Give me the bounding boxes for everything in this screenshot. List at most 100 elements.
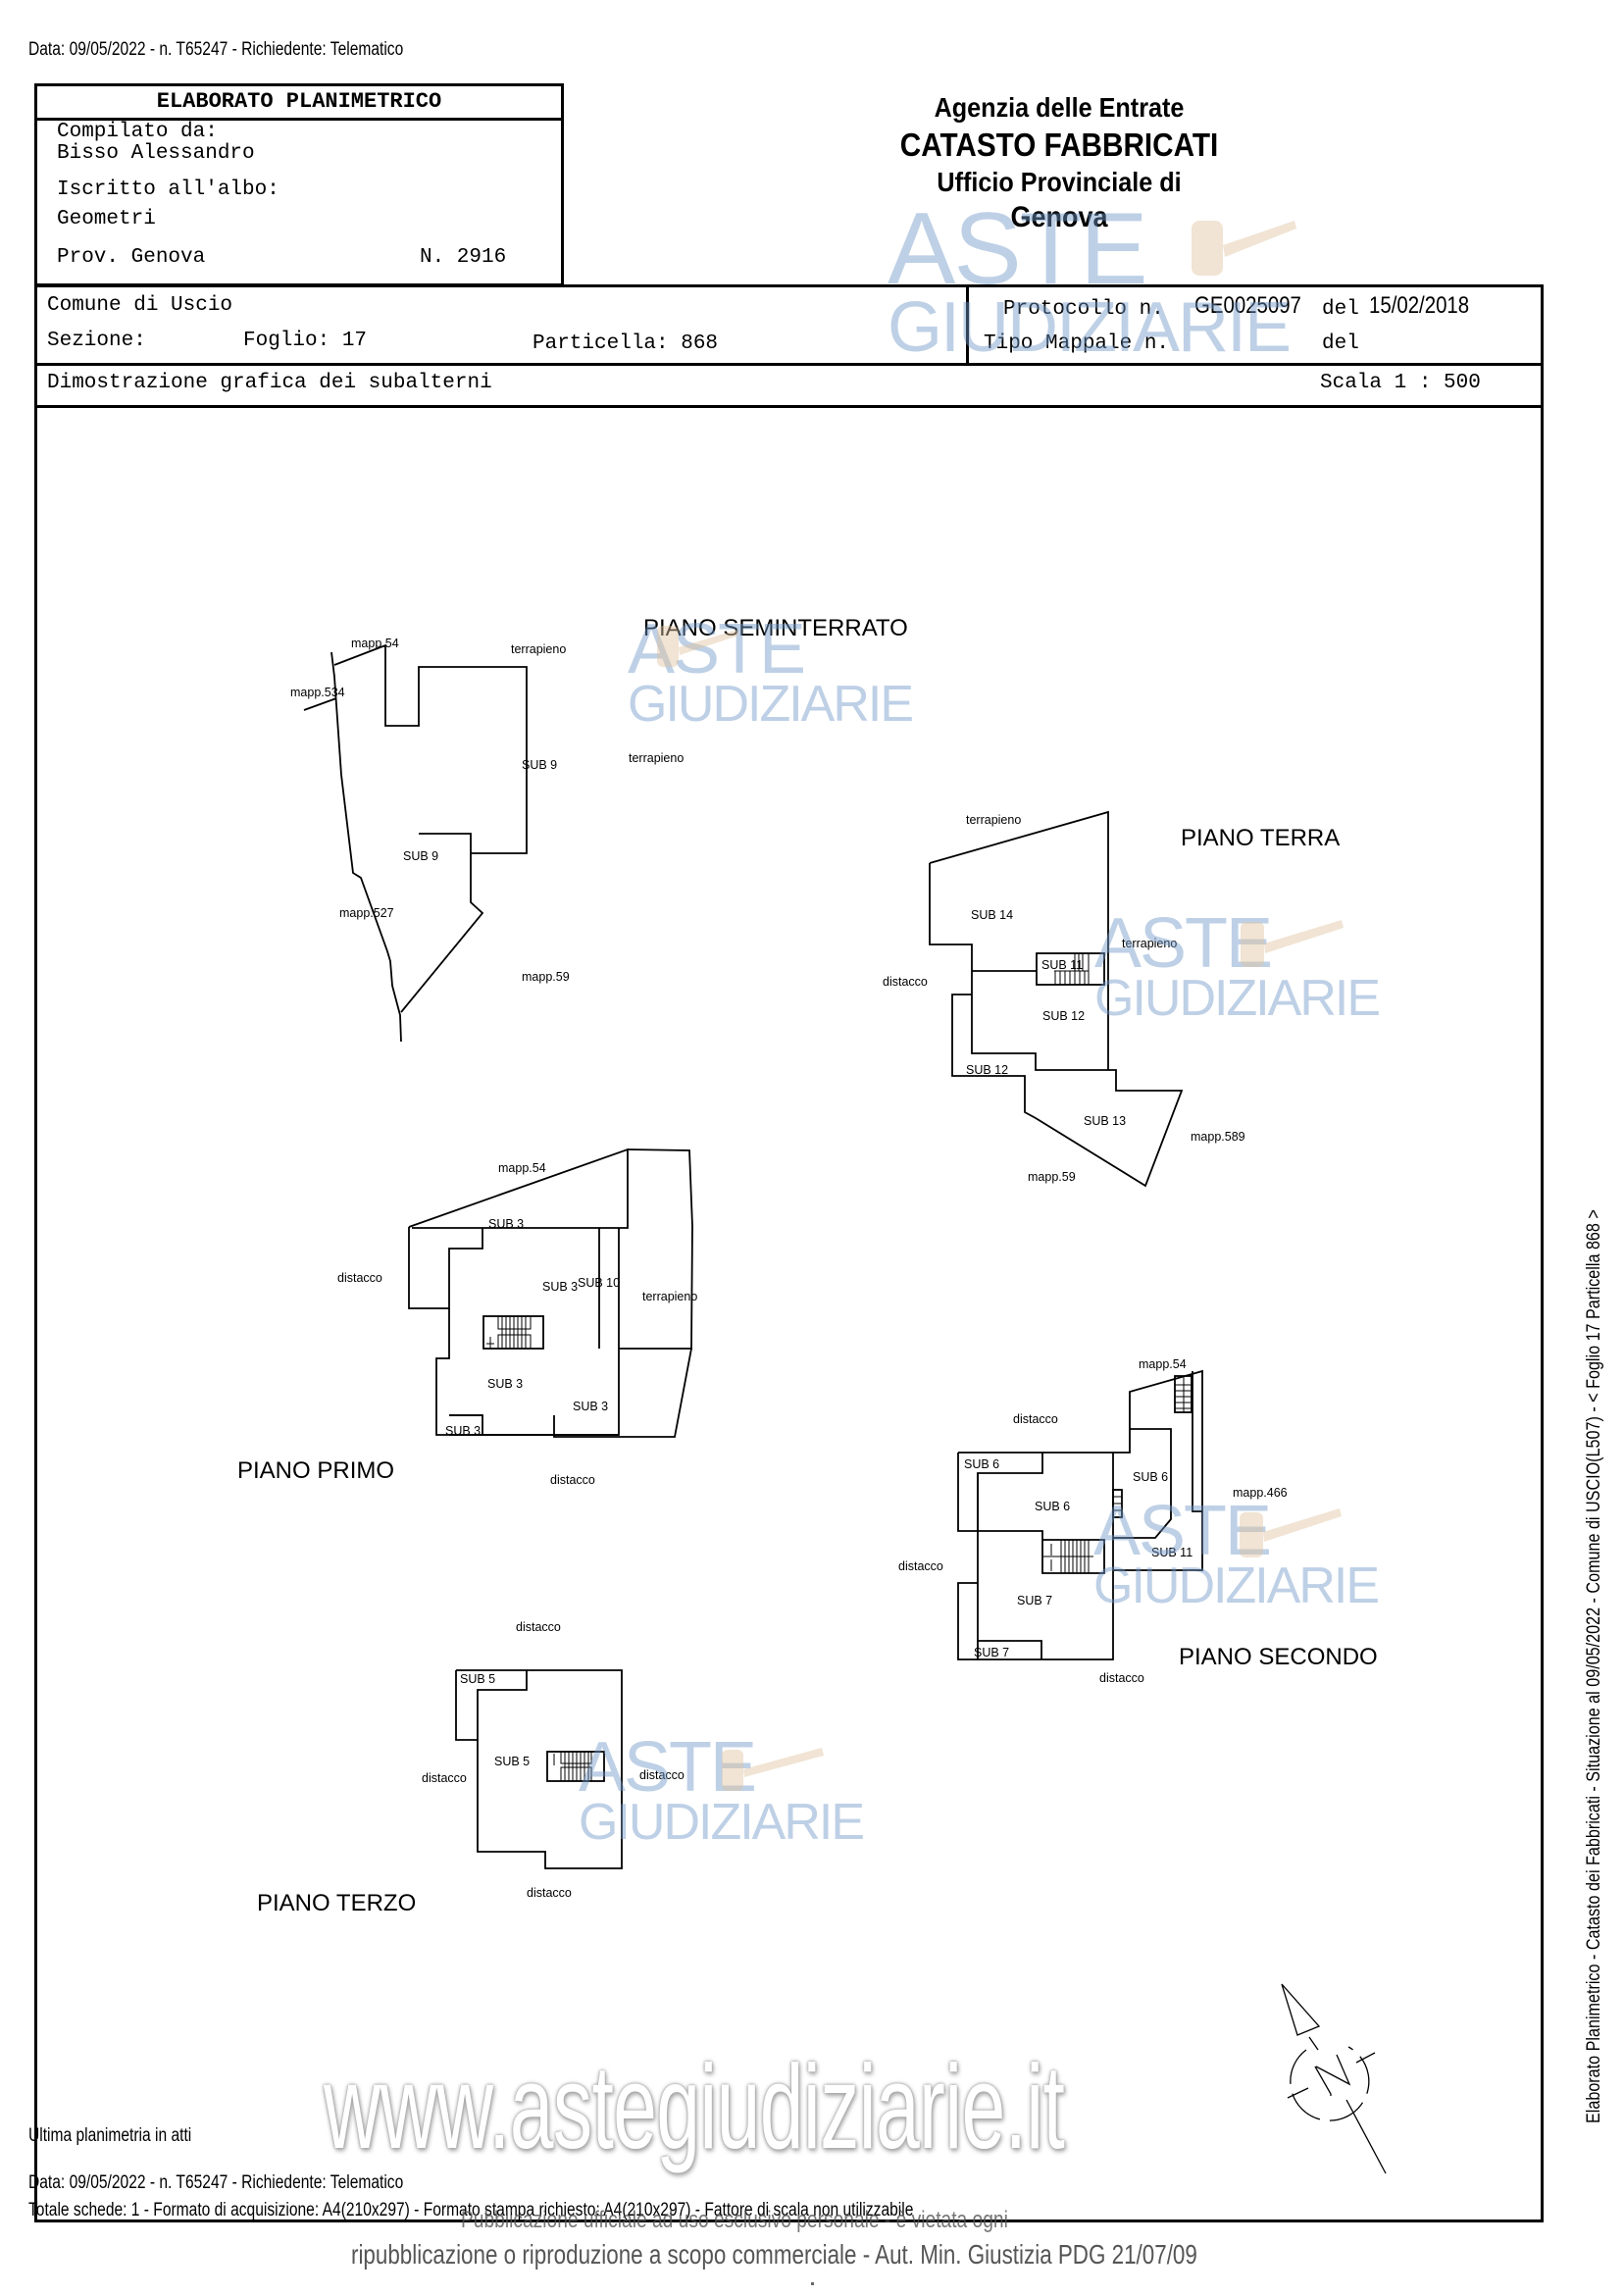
plan-seminterrato <box>303 643 528 1043</box>
registry-name: CATASTO FABBRICATI <box>899 127 1219 163</box>
label: distacco <box>422 1771 467 1785</box>
office-city: Genova <box>1010 201 1108 233</box>
plan-title-primo: PIANO PRIMO <box>237 1457 394 1484</box>
label: SUB 7 <box>974 1646 1009 1659</box>
province: Prov. Genova <box>57 246 206 269</box>
gavel-icon <box>722 1748 824 1791</box>
registered-label: Iscritto all'albo: <box>57 179 279 201</box>
plan-terra <box>929 810 1184 1188</box>
agency-header: Agenzia delle Entrate CATASTO FABBRICATI… <box>843 90 1275 235</box>
label: SUB 3 <box>488 1217 524 1231</box>
protocollo-number: GE0025097 <box>1194 292 1301 319</box>
footer-totals: Totale schede: 1 - Formato di acquisizio… <box>28 2200 914 2220</box>
building-outline <box>333 643 528 854</box>
label: SUB 12 <box>1042 1009 1085 1023</box>
label: SUB 7 <box>1017 1594 1052 1607</box>
north-arrow-icon <box>1281 1983 1387 2174</box>
compiled-by: Bisso Alessandro <box>57 142 255 165</box>
boundary-line <box>303 697 337 711</box>
label: distacco <box>550 1473 595 1487</box>
plan-secondo <box>957 1369 1203 1660</box>
plan-terzo <box>455 1669 623 1869</box>
protocollo-label: Protocollo n. <box>1003 298 1164 321</box>
label: distacco <box>898 1559 943 1573</box>
label: mapp.534 <box>290 686 345 699</box>
subject: Dimostrazione grafica dei subalterni <box>47 372 492 394</box>
building-outline <box>957 1452 1114 1660</box>
publication-notice-1: Pubblicazione ufficiale ad uso esclusivo… <box>461 2207 1008 2233</box>
label: mapp.589 <box>1191 1130 1245 1144</box>
wall <box>1113 1428 1172 1539</box>
tipo-mappale-del-label: del <box>1322 332 1359 355</box>
label: SUB 3 <box>542 1280 578 1294</box>
label: distacco <box>516 1620 561 1634</box>
label: terrapieno <box>1122 937 1177 950</box>
label: terrapieno <box>629 751 684 765</box>
registration-number: N. 2916 <box>420 246 507 269</box>
plan-title-secondo: PIANO SECONDO <box>1179 1644 1378 1670</box>
label: SUB 12 <box>966 1063 1008 1077</box>
label: SUB 6 <box>1133 1470 1168 1484</box>
label: SUB 11 <box>1041 958 1083 972</box>
divider <box>37 405 1541 408</box>
scale: Scala 1 : 500 <box>1320 372 1481 394</box>
plan-title-seminterrato: PIANO SEMINTERRATO <box>643 615 908 641</box>
stair-steps <box>553 1751 592 1782</box>
registered: Geometri <box>57 208 156 230</box>
title-box: ELABORATO PLANIMETRICO Compilato da: Bis… <box>34 83 564 286</box>
building-outline <box>408 1148 629 1229</box>
label: SUB 9 <box>403 849 438 863</box>
stair-steps <box>1042 1376 1192 1573</box>
building-outline <box>929 810 1109 1070</box>
label: terrapieno <box>642 1290 697 1303</box>
label: mapp.54 <box>498 1161 546 1175</box>
protocollo-date: 15/02/2018 <box>1369 292 1470 319</box>
gavel-icon <box>1192 221 1296 276</box>
gavel-icon <box>1240 1508 1342 1557</box>
label: distacco <box>337 1271 382 1285</box>
label: SUB 6 <box>1035 1500 1070 1513</box>
stair-steps <box>1054 953 1090 985</box>
label: SUB 13 <box>1084 1114 1126 1128</box>
label: mapp.59 <box>1028 1170 1076 1184</box>
label: distacco <box>639 1768 685 1782</box>
side-caption: Elaborato Planimetrico - Catasto dei Fab… <box>1584 1209 1604 2123</box>
label: terrapieno <box>966 813 1021 827</box>
plan-labels: mapp.54 terrapieno mapp.534 SUB 9 terrap… <box>290 637 1288 1900</box>
office-label: Ufficio Provinciale di <box>937 167 1182 197</box>
building-outline <box>929 863 1184 1188</box>
label: mapp.59 <box>522 970 570 984</box>
boundary-line <box>330 651 402 1043</box>
plan-primo <box>408 1148 693 1438</box>
boundary-line <box>400 853 484 1013</box>
sezione-label: Sezione: <box>47 330 146 352</box>
comune: Comune di Uscio <box>47 294 233 317</box>
footer-meta: Data: 09/05/2022 - n. T65247 - Richieden… <box>28 2172 404 2193</box>
gavel-icon <box>657 626 738 667</box>
label: SUB 3 <box>445 1424 481 1438</box>
tipo-mappale-label: Tipo Mappale n. <box>984 332 1170 355</box>
agency-name: Agenzia delle Entrate <box>934 92 1185 123</box>
label: SUB 5 <box>494 1755 530 1768</box>
label: mapp.466 <box>1233 1486 1288 1500</box>
label: SUB 3 <box>573 1400 608 1413</box>
label: terrapieno <box>511 642 566 656</box>
page-dot <box>811 2282 814 2285</box>
building-outline <box>477 1669 623 1869</box>
particella: Particella: 868 <box>533 332 719 355</box>
protocollo-del-label: del <box>1322 298 1359 321</box>
stair-steps <box>486 1315 532 1350</box>
label: SUB 11 <box>1151 1546 1193 1559</box>
label: mapp.54 <box>1139 1357 1187 1371</box>
site-watermark: www.astegiudiziarie.it <box>324 2040 1065 2173</box>
label: distacco <box>527 1886 572 1900</box>
label: SUB 9 <box>522 758 557 772</box>
compiled-by-label: Compilato da: <box>57 121 218 143</box>
header-meta: Data: 09/05/2022 - n. T65247 - Richieden… <box>28 39 404 60</box>
foglio: Foglio: 17 <box>243 330 368 352</box>
label: mapp.527 <box>339 906 394 920</box>
label: distacco <box>1099 1671 1144 1685</box>
label: SUB 5 <box>460 1672 495 1686</box>
divider <box>37 363 1541 366</box>
